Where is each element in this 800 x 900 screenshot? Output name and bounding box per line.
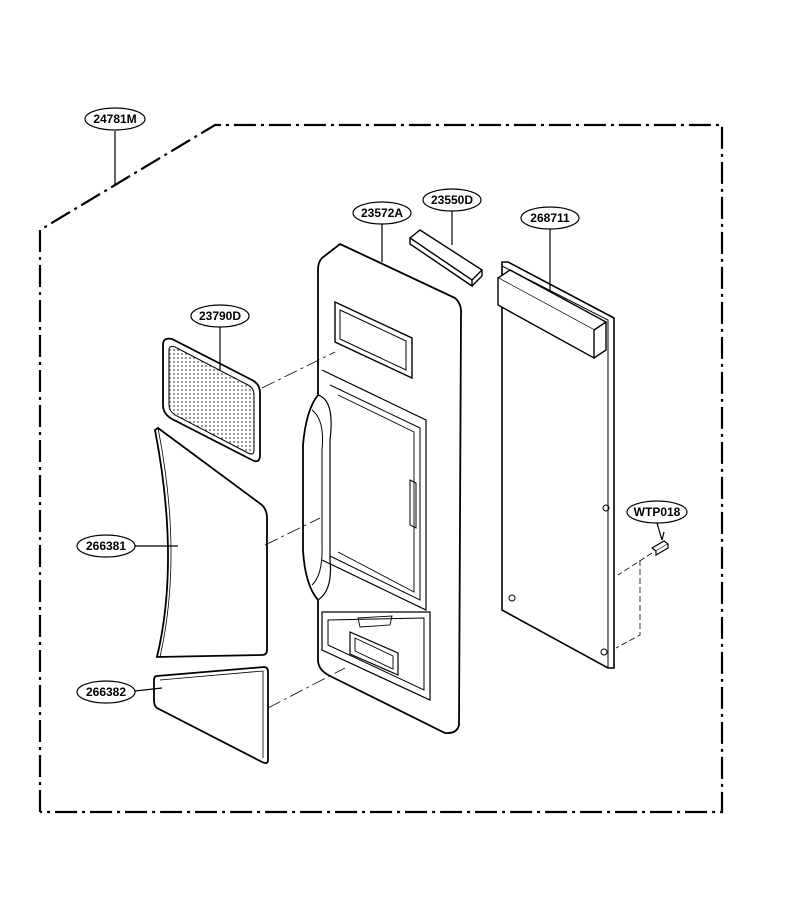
leader-266382	[134, 687, 163, 692]
pcb-board	[496, 261, 615, 669]
callout-24781M: 24781M	[84, 107, 146, 131]
callout-23550D: 23550D	[422, 188, 482, 212]
callout-label: 266381	[86, 539, 126, 553]
callout-WTP018: WTP018	[626, 500, 688, 524]
callout-label: 268711	[530, 211, 570, 225]
screw	[650, 531, 670, 557]
callout-268711: 268711	[520, 206, 580, 230]
callout-label: WTP018	[634, 505, 681, 519]
control-panel-frame	[302, 242, 463, 734]
callout-23790D: 23790D	[190, 304, 250, 328]
membrane-sheet-upper	[154, 426, 268, 658]
callout-266382: 266382	[76, 680, 136, 704]
display-window	[162, 337, 261, 463]
callout-label: 266382	[86, 685, 126, 699]
window-film	[408, 229, 484, 288]
callout-266381: 266381	[76, 534, 136, 558]
screw-alignment	[615, 552, 653, 649]
callout-label: 24781M	[93, 112, 136, 126]
membrane-sheet-lower	[153, 666, 269, 765]
callout-label: 23550D	[431, 193, 473, 207]
assembly-alignment-lines	[261, 351, 346, 709]
callout-label: 23572A	[361, 206, 403, 220]
leader-WTP018	[656, 522, 663, 541]
assembly-boundary	[38, 123, 724, 814]
callout-label: 23790D	[199, 309, 241, 323]
callout-23572A: 23572A	[352, 201, 412, 225]
